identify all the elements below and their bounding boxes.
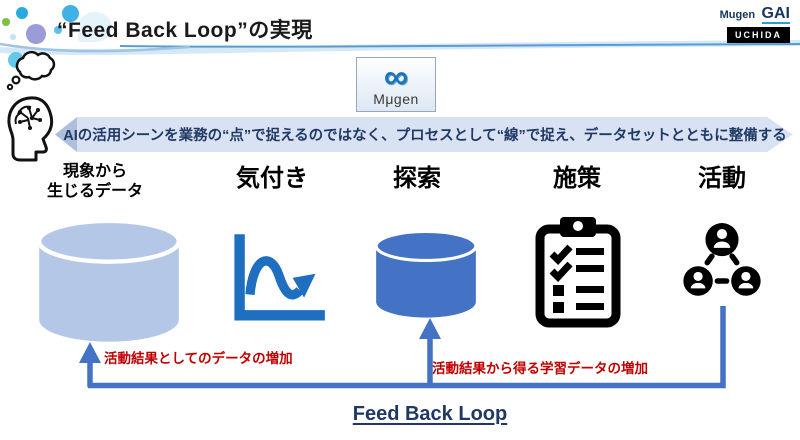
page-title: “Feed Back Loop”の実現: [57, 19, 313, 42]
brand-logos: Mugen GAI UCHIDA: [720, 5, 790, 43]
bubble-icon: [2, 18, 10, 26]
checklist-clipboard-icon: [535, 217, 621, 328]
bubble-icon: [78, 12, 112, 42]
mugen-logo-label: Mμgen: [373, 91, 419, 107]
head-brain-icon: [7, 96, 54, 162]
database-blue-icon: [374, 229, 478, 318]
mugen-wordmark: Mugen: [719, 9, 756, 21]
bubble-icon: [26, 24, 46, 44]
gai-wordmark: GAI: [761, 5, 790, 24]
stage-label-measures: 施策: [553, 165, 601, 192]
feed-back-loop-label: Feed Back Loop: [352, 403, 508, 425]
bubble-icon: [16, 7, 28, 19]
stage-label-awareness: 気付き: [236, 165, 308, 192]
bubble-icon: [10, 34, 16, 40]
mugen-gai-logo: Mugen GAI: [719, 5, 790, 24]
stage-label-activity: 活動: [698, 165, 746, 192]
thinker-figure: [6, 50, 56, 162]
annotation-right: 活動結果から得る学習データの増加: [432, 361, 648, 376]
bubble-icon: [62, 5, 79, 22]
wave-line-chart-icon: [234, 234, 325, 321]
banner-text: AIの活用シーンを業務の“点”で捉えるのではなく、プロセスとして“線”で捉え、デ…: [63, 128, 787, 144]
thought-cloud-icon: [6, 50, 56, 91]
stage-label-exploration: 探索: [393, 165, 441, 192]
uchida-logo: UCHIDA: [727, 27, 790, 43]
bubble-icon: [54, 26, 62, 34]
process-banner-arrow: [55, 117, 793, 152]
database-light-icon: [37, 218, 181, 342]
mugen-logo-box: ∞ Mμgen: [356, 57, 436, 112]
annotation-left: 活動結果としてのデータの増加: [104, 351, 293, 366]
stage-label-data-from-phenomena: 現象から 生じるデータ: [46, 163, 143, 200]
infinity-icon: ∞: [383, 58, 409, 96]
decorative-bubbles: [0, 0, 140, 55]
people-network-icon: [683, 223, 761, 296]
